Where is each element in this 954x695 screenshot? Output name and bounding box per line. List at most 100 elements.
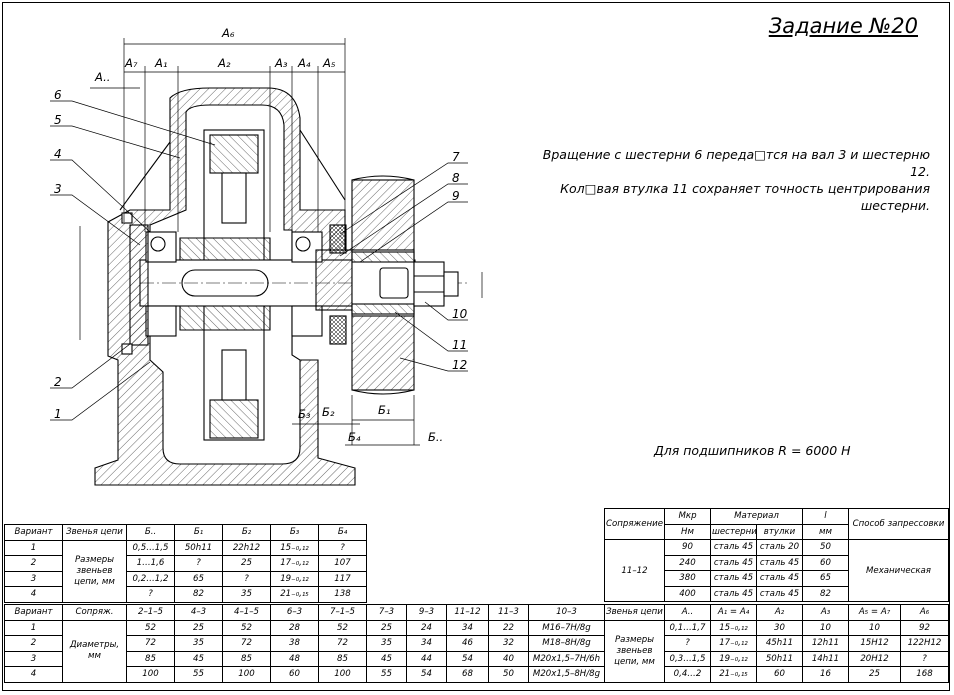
table-header: 11–12 bbox=[446, 604, 489, 621]
table-cell: 22 bbox=[488, 619, 529, 636]
table-header: A₁ = A₄ bbox=[710, 604, 757, 621]
table-cell: 35 bbox=[174, 635, 223, 652]
table-row: 1 Диаметры, мм 52 25 52 28 52 25 24 34 2… bbox=[4, 619, 605, 683]
diam-label-cell: Диаметры, мм bbox=[62, 619, 127, 683]
table-cell: 10 bbox=[848, 619, 901, 636]
table-row: 11–12 90 сталь 45 сталь 20 50 Механическ… bbox=[604, 539, 949, 602]
table-row: 2 1…1,6 ? 25 17₋₀,₁₂ 107 bbox=[4, 555, 367, 572]
table-cell: 0,5…1,5 bbox=[126, 539, 175, 556]
table-header: 7–1–5 bbox=[318, 604, 367, 621]
table-cell: ? bbox=[222, 570, 271, 587]
table-header: Звенья цепи bbox=[604, 604, 665, 621]
table-cell: 45 bbox=[366, 650, 407, 667]
part-label-2: 2 bbox=[54, 375, 62, 389]
table-cell: сталь 45 bbox=[710, 585, 757, 602]
table-cell: 50h11 bbox=[756, 650, 803, 667]
table-cell: 0,2…1,2 bbox=[126, 570, 175, 587]
table-cell: 55 bbox=[366, 666, 407, 683]
dim-a6: A₆ bbox=[222, 26, 235, 40]
table-cell: 22h12 bbox=[222, 539, 271, 556]
table-cell: 138 bbox=[318, 586, 367, 603]
table-header: Б₁ bbox=[174, 524, 223, 541]
table-cell: 50 bbox=[488, 666, 529, 683]
table-header: Б.. bbox=[126, 524, 175, 541]
table-cell: сталь 45 bbox=[756, 585, 803, 602]
table-row: 3 0,2…1,2 65 ? 19₋₀,₁₂ 117 bbox=[4, 570, 367, 587]
part-label-5: 5 bbox=[54, 113, 62, 127]
dim-a7: A₇ bbox=[125, 56, 138, 70]
table-cell: 65 bbox=[802, 570, 849, 587]
table-cell: 52 bbox=[222, 619, 271, 636]
table-cell: 122H12 bbox=[900, 635, 949, 652]
table-row: ? 17₋₀,₁₂ 45h11 12h11 15H12 122H12 bbox=[605, 635, 949, 652]
table-header: A₂ bbox=[756, 604, 803, 621]
table-cell: 20H12 bbox=[848, 650, 901, 667]
table-cell: 240 bbox=[664, 554, 711, 571]
table-cell: 15H12 bbox=[848, 635, 901, 652]
table-cell: 24 bbox=[406, 619, 447, 636]
table-cell: 40 bbox=[488, 650, 529, 667]
table-row: Звенья цепи A.. A₁ = A₄ A₂ A₃ A₅ = A₇ A₆ bbox=[604, 604, 949, 621]
table-cell: 90 bbox=[664, 539, 711, 556]
table-cell: 50h11 bbox=[174, 539, 223, 556]
chain-label-cell: Размеры звеньев цепи, мм bbox=[62, 539, 127, 603]
task-description: Вращение с шестерни 6 переда□тся на вал … bbox=[522, 146, 930, 214]
table-cell: 1…1,6 bbox=[126, 555, 175, 572]
table-row: 3 85 45 85 48 85 45 44 54 40 M20x1,5–7H/… bbox=[4, 650, 605, 667]
dim-a3: A₃ bbox=[275, 56, 288, 70]
table-a-dimensions: Звенья цепи A.. A₁ = A₄ A₂ A₃ A₅ = A₇ A₆… bbox=[604, 604, 949, 683]
table-cell: 15₋₀,₁₂ bbox=[710, 619, 757, 636]
table-cell: сталь 45 bbox=[710, 570, 757, 587]
table-cell: 15₋₀,₁₂ bbox=[270, 539, 319, 556]
part-label-4: 4 bbox=[54, 147, 62, 161]
table-cell: 21₋₀,₁₅ bbox=[270, 586, 319, 603]
table-cell: 17₋₀,₁₂ bbox=[710, 635, 757, 652]
part-label-1: 1 bbox=[54, 407, 62, 421]
table-row: Размеры звеньев цепи, мм 0,1…1,7 15₋₀,₁₂… bbox=[604, 619, 949, 683]
dim-a1: A₁ bbox=[155, 56, 168, 70]
left-bearing bbox=[121, 212, 177, 355]
part-label-10: 10 bbox=[452, 307, 468, 321]
dim-b3: Б₃ bbox=[298, 407, 311, 421]
table-cell: 19₋₀,₁₂ bbox=[710, 650, 757, 667]
table-row: 1 Размеры звеньев цепи, мм 0,5…1,5 50h11… bbox=[4, 539, 367, 603]
table-row: 4 ? 82 35 21₋₀,₁₅ 138 bbox=[4, 586, 367, 603]
table-cell: 35 bbox=[222, 586, 271, 603]
table-header: A₃ bbox=[802, 604, 849, 621]
table-cell: 50 bbox=[802, 539, 849, 556]
table-cell: 400 bbox=[664, 585, 711, 602]
leader-lines bbox=[50, 100, 468, 421]
dim-a-delta: A.. bbox=[95, 70, 111, 84]
table-header: Способ запрессовки bbox=[848, 508, 949, 540]
table-cell: 19₋₀,₁₂ bbox=[270, 570, 319, 587]
table-cell: 4 bbox=[4, 586, 63, 603]
table-header: 7–3 bbox=[366, 604, 407, 621]
dim-a2: A₂ bbox=[218, 56, 231, 70]
table-materials: Сопряжение Мкр Материал l Способ запресс… bbox=[604, 508, 949, 602]
table-header: 9–3 bbox=[406, 604, 447, 621]
dim-b1: Б₁ bbox=[378, 403, 391, 417]
table-header: 2–1–5 bbox=[126, 604, 175, 621]
table-cell: 45 bbox=[174, 650, 223, 667]
table-cell: 168 bbox=[900, 666, 949, 683]
table-row: 380 сталь 45 сталь 45 65 bbox=[605, 570, 949, 587]
table-header: A₅ = A₇ bbox=[848, 604, 901, 621]
part-label-6: 6 bbox=[54, 88, 62, 102]
table-cell: 3 bbox=[4, 570, 63, 587]
table-cell: 46 bbox=[446, 635, 489, 652]
table-cell: 25 bbox=[366, 619, 407, 636]
table-cell: 25 bbox=[222, 555, 271, 572]
table-cell: 32 bbox=[488, 635, 529, 652]
table-cell: ? bbox=[900, 650, 949, 667]
table-cell: ? bbox=[318, 539, 367, 556]
table-cell: 72 bbox=[222, 635, 271, 652]
table-cell: 21₋₀,₁₅ bbox=[710, 666, 757, 683]
table-cell: 72 bbox=[126, 635, 175, 652]
table-cell: 0,4…2 bbox=[664, 666, 711, 683]
table-cell: 52 bbox=[318, 619, 367, 636]
table-cell: M20x1,5–7H/6h bbox=[528, 650, 605, 667]
table-row: 4 100 55 100 60 100 55 54 68 50 M20x1,5–… bbox=[4, 666, 605, 683]
table-header: 4–1–5 bbox=[222, 604, 271, 621]
table-cell: 85 bbox=[318, 650, 367, 667]
